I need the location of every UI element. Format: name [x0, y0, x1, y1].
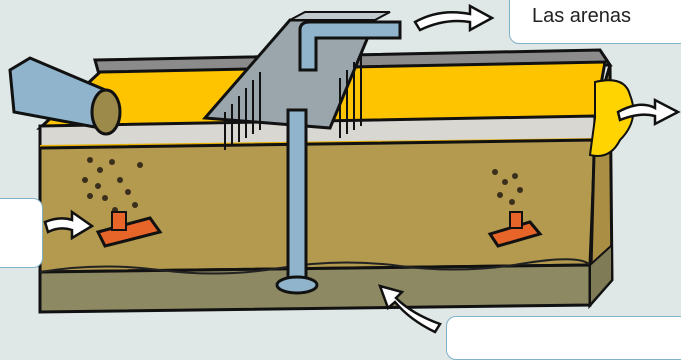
label-las-arenas: Las arenas [509, 0, 681, 44]
label-box-left [0, 198, 43, 268]
tank-front-sediment [40, 140, 595, 272]
arrow-icon [415, 6, 492, 30]
label-las-arenas-text: Las arenas [532, 5, 631, 28]
grit-chamber-illustration [0, 0, 681, 345]
label-box-bottom [446, 316, 681, 360]
vertical-pipe [288, 110, 306, 282]
